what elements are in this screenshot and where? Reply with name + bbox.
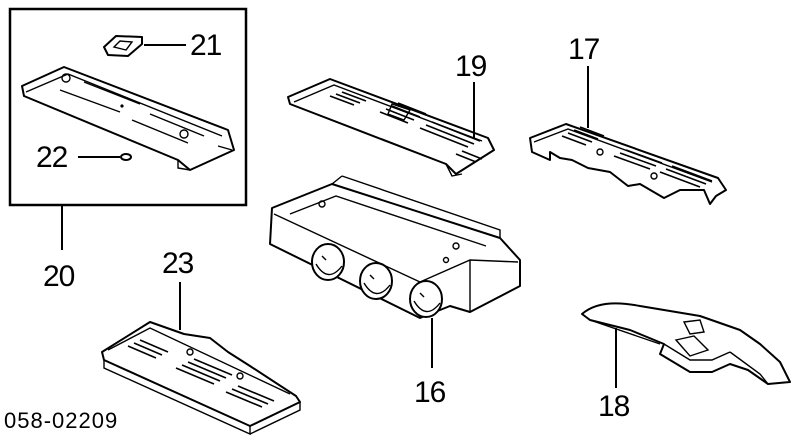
knob-middle xyxy=(359,262,393,300)
callout-23: 23 xyxy=(162,247,194,280)
part-19-cover-strip xyxy=(287,78,495,177)
part-23-base-tray xyxy=(101,321,301,436)
callout-16: 16 xyxy=(414,376,446,409)
part-18-bracket xyxy=(581,302,791,385)
group-box-20 xyxy=(8,7,248,207)
part-21-clip xyxy=(103,35,143,57)
part-17-cover-strip xyxy=(529,123,727,205)
knob-left xyxy=(311,243,345,281)
part-22-grommet xyxy=(120,153,132,161)
box-cover-plate xyxy=(21,66,235,171)
callout-22: 22 xyxy=(36,141,68,174)
callout-21: 21 xyxy=(190,29,222,62)
part-17-vents xyxy=(561,126,713,188)
part-16-main-assembly xyxy=(269,175,521,319)
diagram-code: 058-02209 xyxy=(4,408,118,433)
callout-17: 17 xyxy=(568,33,600,66)
part-19-vents xyxy=(329,91,483,163)
part-23-vents xyxy=(127,339,275,408)
callout-18: 18 xyxy=(598,390,630,423)
callout-20: 20 xyxy=(43,260,75,293)
knob-right xyxy=(409,280,443,318)
callout-19: 19 xyxy=(455,50,487,83)
